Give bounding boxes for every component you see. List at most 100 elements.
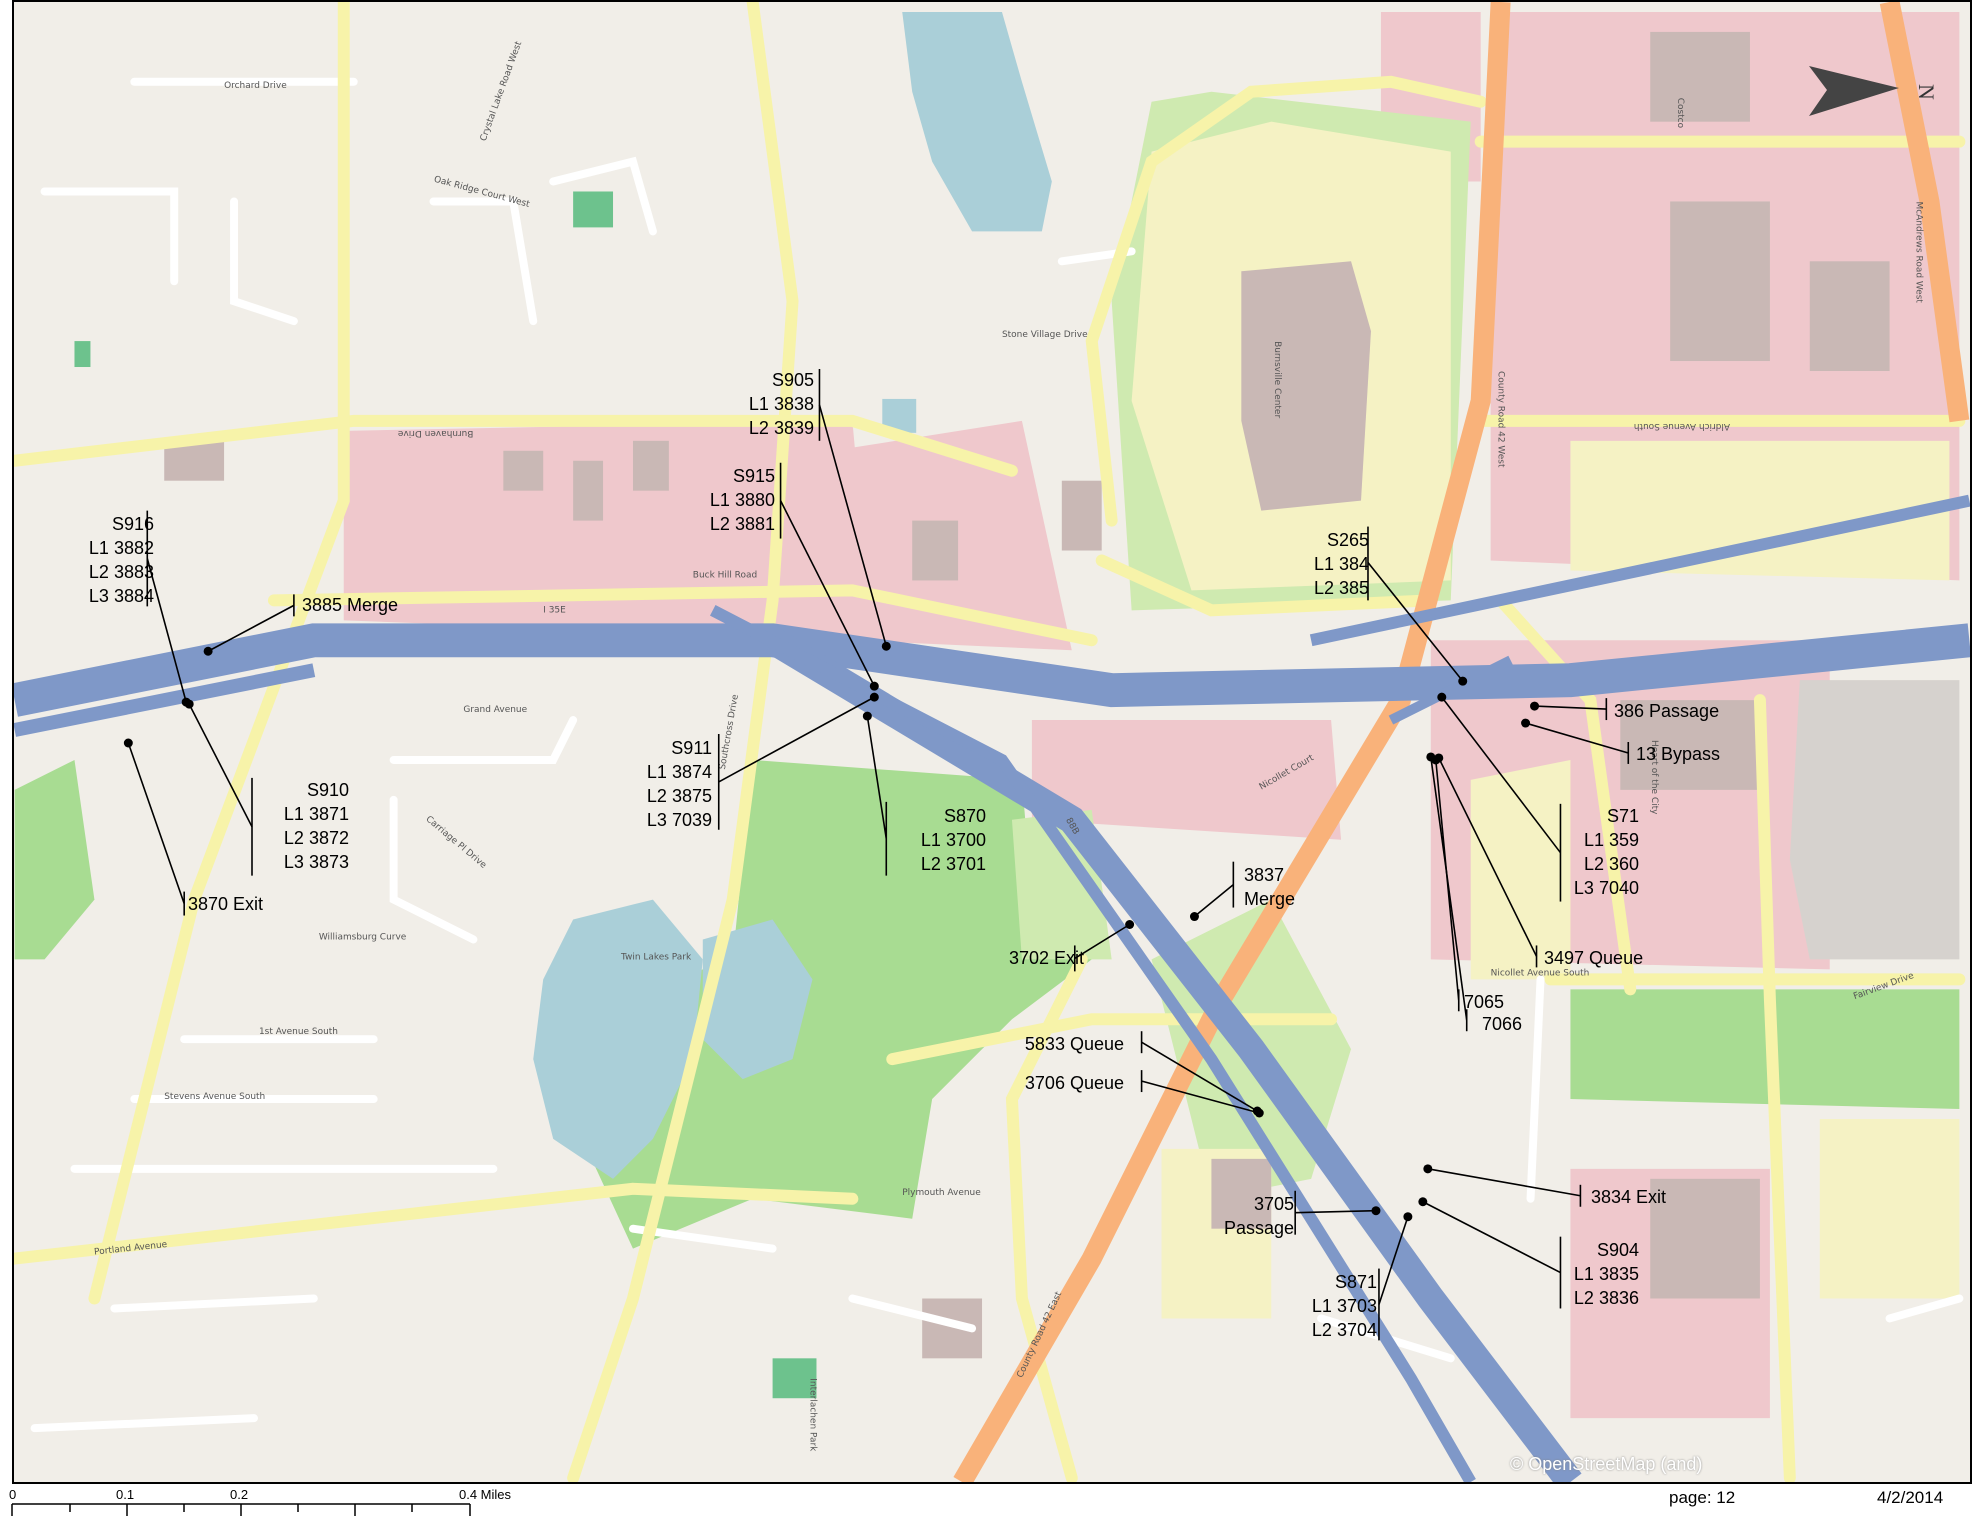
detector-point[interactable]: [1254, 1108, 1264, 1118]
detector-point[interactable]: [123, 738, 133, 748]
annotation-line: L2 3872: [283, 828, 349, 848]
annotation-line: L2 3836: [1573, 1288, 1639, 1308]
road-label: Carriage Pl Drive: [424, 814, 489, 871]
scale-label-0-2: 0.2: [230, 1487, 249, 1502]
annotation-line: L1 3703: [1311, 1296, 1377, 1316]
annotation-line: L2 3839: [748, 418, 814, 438]
leader-line: [1427, 1168, 1581, 1197]
annotation-line: S905: [771, 370, 814, 390]
detector-point[interactable]: [1458, 676, 1468, 686]
annotation-line: 7065: [1464, 992, 1505, 1012]
annotation-line: 3834 Exit: [1591, 1187, 1667, 1207]
detector-point[interactable]: [862, 711, 872, 721]
map-attribution[interactable]: © OpenStreetMap (and): [1510, 1454, 1703, 1474]
road-label: Grand Avenue: [463, 705, 527, 715]
leader-line: [866, 715, 888, 839]
detector-point[interactable]: [1423, 1164, 1433, 1174]
road-label: Stevens Avenue South: [164, 1092, 265, 1102]
leader-line: [1074, 923, 1131, 960]
leader-line: [1534, 705, 1607, 710]
annotation-3870-exit: 3870 Exit: [188, 892, 263, 916]
annotation-line: L2 360: [1583, 854, 1639, 874]
annotation-s904: S904 L1 3835 L2 3836: [1559, 1238, 1639, 1310]
detector-point[interactable]: [1437, 692, 1447, 702]
annotation-7066: 7066: [1482, 1012, 1522, 1036]
annotation-line: L3 3884: [88, 586, 154, 606]
annotation-3885-merge: 3885 Merge: [302, 593, 398, 617]
leader-line: [1422, 1201, 1561, 1274]
detector-point[interactable]: [203, 646, 213, 656]
scale-label-0-1: 0.1: [116, 1487, 135, 1502]
annotation-line: L1 3835: [1573, 1264, 1639, 1284]
detector-point[interactable]: [869, 692, 879, 702]
detector-point[interactable]: [184, 699, 194, 709]
annotation-line: L3 7040: [1573, 878, 1639, 898]
road-label: McAndrews Road West: [1914, 201, 1924, 303]
annotation-line: L1 359: [1583, 830, 1639, 850]
annotation-s911: S911 L1 3874 L2 3875 L3 7039: [632, 736, 712, 832]
detector-point[interactable]: [1125, 920, 1135, 929]
detector-point[interactable]: [1189, 912, 1199, 922]
annotation-line: L2 385: [1313, 578, 1369, 598]
scale-label-0-4-miles: 0.4 Miles: [459, 1487, 512, 1502]
secondary-roads: [14, 2, 1966, 1482]
road-label: 1st Avenue South: [259, 1027, 338, 1037]
detector-point[interactable]: [1521, 718, 1531, 728]
road-label: I 35E: [543, 605, 566, 615]
freeways: [14, 494, 1970, 1482]
leader-line: [1141, 1080, 1260, 1114]
detector-point[interactable]: [1371, 1206, 1381, 1216]
road-label: County Road 42 West: [1496, 371, 1506, 468]
annotation-line: L3 3873: [283, 852, 349, 872]
leader-line: [207, 604, 295, 652]
annotation-3706-queue: 3706 Queue: [1004, 1071, 1124, 1095]
detector-point[interactable]: [881, 641, 891, 651]
basemap[interactable]: Orchard Drive Crystal Lake Road West Oak…: [14, 2, 1970, 1482]
annotation-3497-queue: 3497 Queue: [1544, 946, 1643, 970]
detector-point[interactable]: [1530, 701, 1540, 711]
road-label: Interlachen Park: [807, 1378, 817, 1452]
detector-point[interactable]: [1418, 1197, 1428, 1207]
annotation-line: 3870 Exit: [188, 894, 264, 914]
annotation-line: L2 3875: [646, 786, 712, 806]
leader-line: [1378, 1216, 1409, 1305]
annotation-line: L2 3881: [709, 514, 775, 534]
north-arrow-icon: N: [1809, 66, 1939, 116]
leader-line: [1193, 883, 1234, 918]
annotation-line: S911: [671, 738, 712, 758]
road-label: Plymouth Avenue: [902, 1188, 981, 1198]
leader-line: [1367, 561, 1464, 682]
annotation-line: Passage: [1223, 1218, 1294, 1238]
annotation-line: S904: [1596, 1240, 1639, 1260]
scale-bar: [11, 1503, 471, 1516]
annotation-line: 5833 Queue: [1024, 1034, 1124, 1054]
leader-line: [146, 558, 187, 703]
leader-line: [188, 703, 253, 828]
detector-point[interactable]: [1431, 755, 1441, 765]
annotation-line: Merge: [1244, 889, 1296, 909]
road-label: Nicollet Avenue South: [1491, 968, 1590, 978]
annotation-line: S915: [732, 466, 775, 486]
annotation-line: 3702 Exit: [1008, 948, 1084, 968]
annotation-386-passage: 386 Passage: [1614, 699, 1719, 723]
annotation-line: L3 7039: [646, 810, 712, 830]
map-frame[interactable]: Orchard Drive Crystal Lake Road West Oak…: [12, 0, 1972, 1484]
annotation-line: S916: [111, 514, 154, 534]
detector-point[interactable]: [1403, 1212, 1413, 1222]
annotation-line: L1 3874: [646, 762, 712, 782]
north-label: N: [1914, 84, 1939, 100]
annotation-line: S871: [1334, 1272, 1377, 1292]
annotation-3702-exit: 3702 Exit: [974, 946, 1084, 970]
annotation-line: 13 Bypass: [1636, 744, 1721, 764]
leader-lines: [127, 369, 1630, 1341]
leader-line: [1525, 722, 1629, 754]
annotation-line: S870: [943, 806, 986, 826]
annotation-line: 3497 Queue: [1544, 948, 1644, 968]
leader-line: [779, 500, 876, 687]
detector-point[interactable]: [869, 681, 879, 691]
